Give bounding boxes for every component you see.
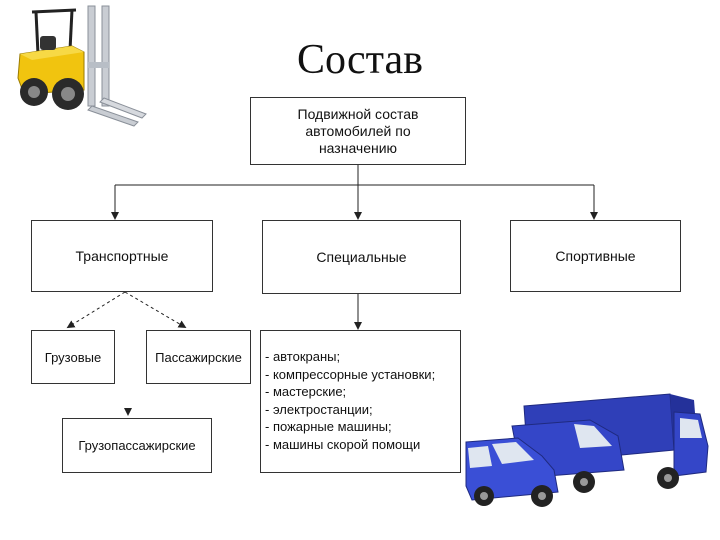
special-list-node: - автокраны; - компрессорные установки; … bbox=[260, 330, 461, 473]
cargo-node: Грузовые bbox=[31, 330, 115, 384]
list-item: - пожарные машины; bbox=[265, 419, 392, 434]
list-item: - электростанции; bbox=[265, 401, 373, 417]
special-node: Специальные bbox=[262, 220, 461, 294]
page-title: Состав bbox=[296, 37, 424, 83]
root-line-2: автомобилей по bbox=[305, 123, 411, 139]
root-line-3: назначению bbox=[318, 140, 398, 156]
transport-node: Транспортные bbox=[31, 220, 213, 292]
blue-vehicles-icon bbox=[465, 393, 709, 507]
cargo-passenger-label: Грузопассажирские bbox=[78, 438, 196, 453]
list-item: - автокраны; bbox=[265, 349, 341, 364]
passenger-node: Пассажирские bbox=[146, 330, 251, 384]
root-node: Подвижной состав автомобилей по назначен… bbox=[250, 97, 466, 165]
root-line-1: Подвижной состав bbox=[297, 106, 419, 122]
sport-label: Спортивные bbox=[555, 248, 636, 264]
list-item: - компрессорные установки; bbox=[265, 366, 436, 382]
list-item: - мастерские; bbox=[265, 384, 347, 399]
cargo-passenger-node: Грузопассажирские bbox=[62, 418, 212, 473]
forklift-icon bbox=[17, 5, 147, 127]
special-label: Специальные bbox=[316, 249, 407, 265]
transport-label: Транспортные bbox=[75, 248, 169, 264]
sport-node: Спортивные bbox=[510, 220, 681, 292]
passenger-label: Пассажирские bbox=[155, 349, 242, 365]
cargo-label: Грузовые bbox=[44, 349, 102, 365]
list-item: - машины скорой помощи bbox=[265, 436, 421, 452]
